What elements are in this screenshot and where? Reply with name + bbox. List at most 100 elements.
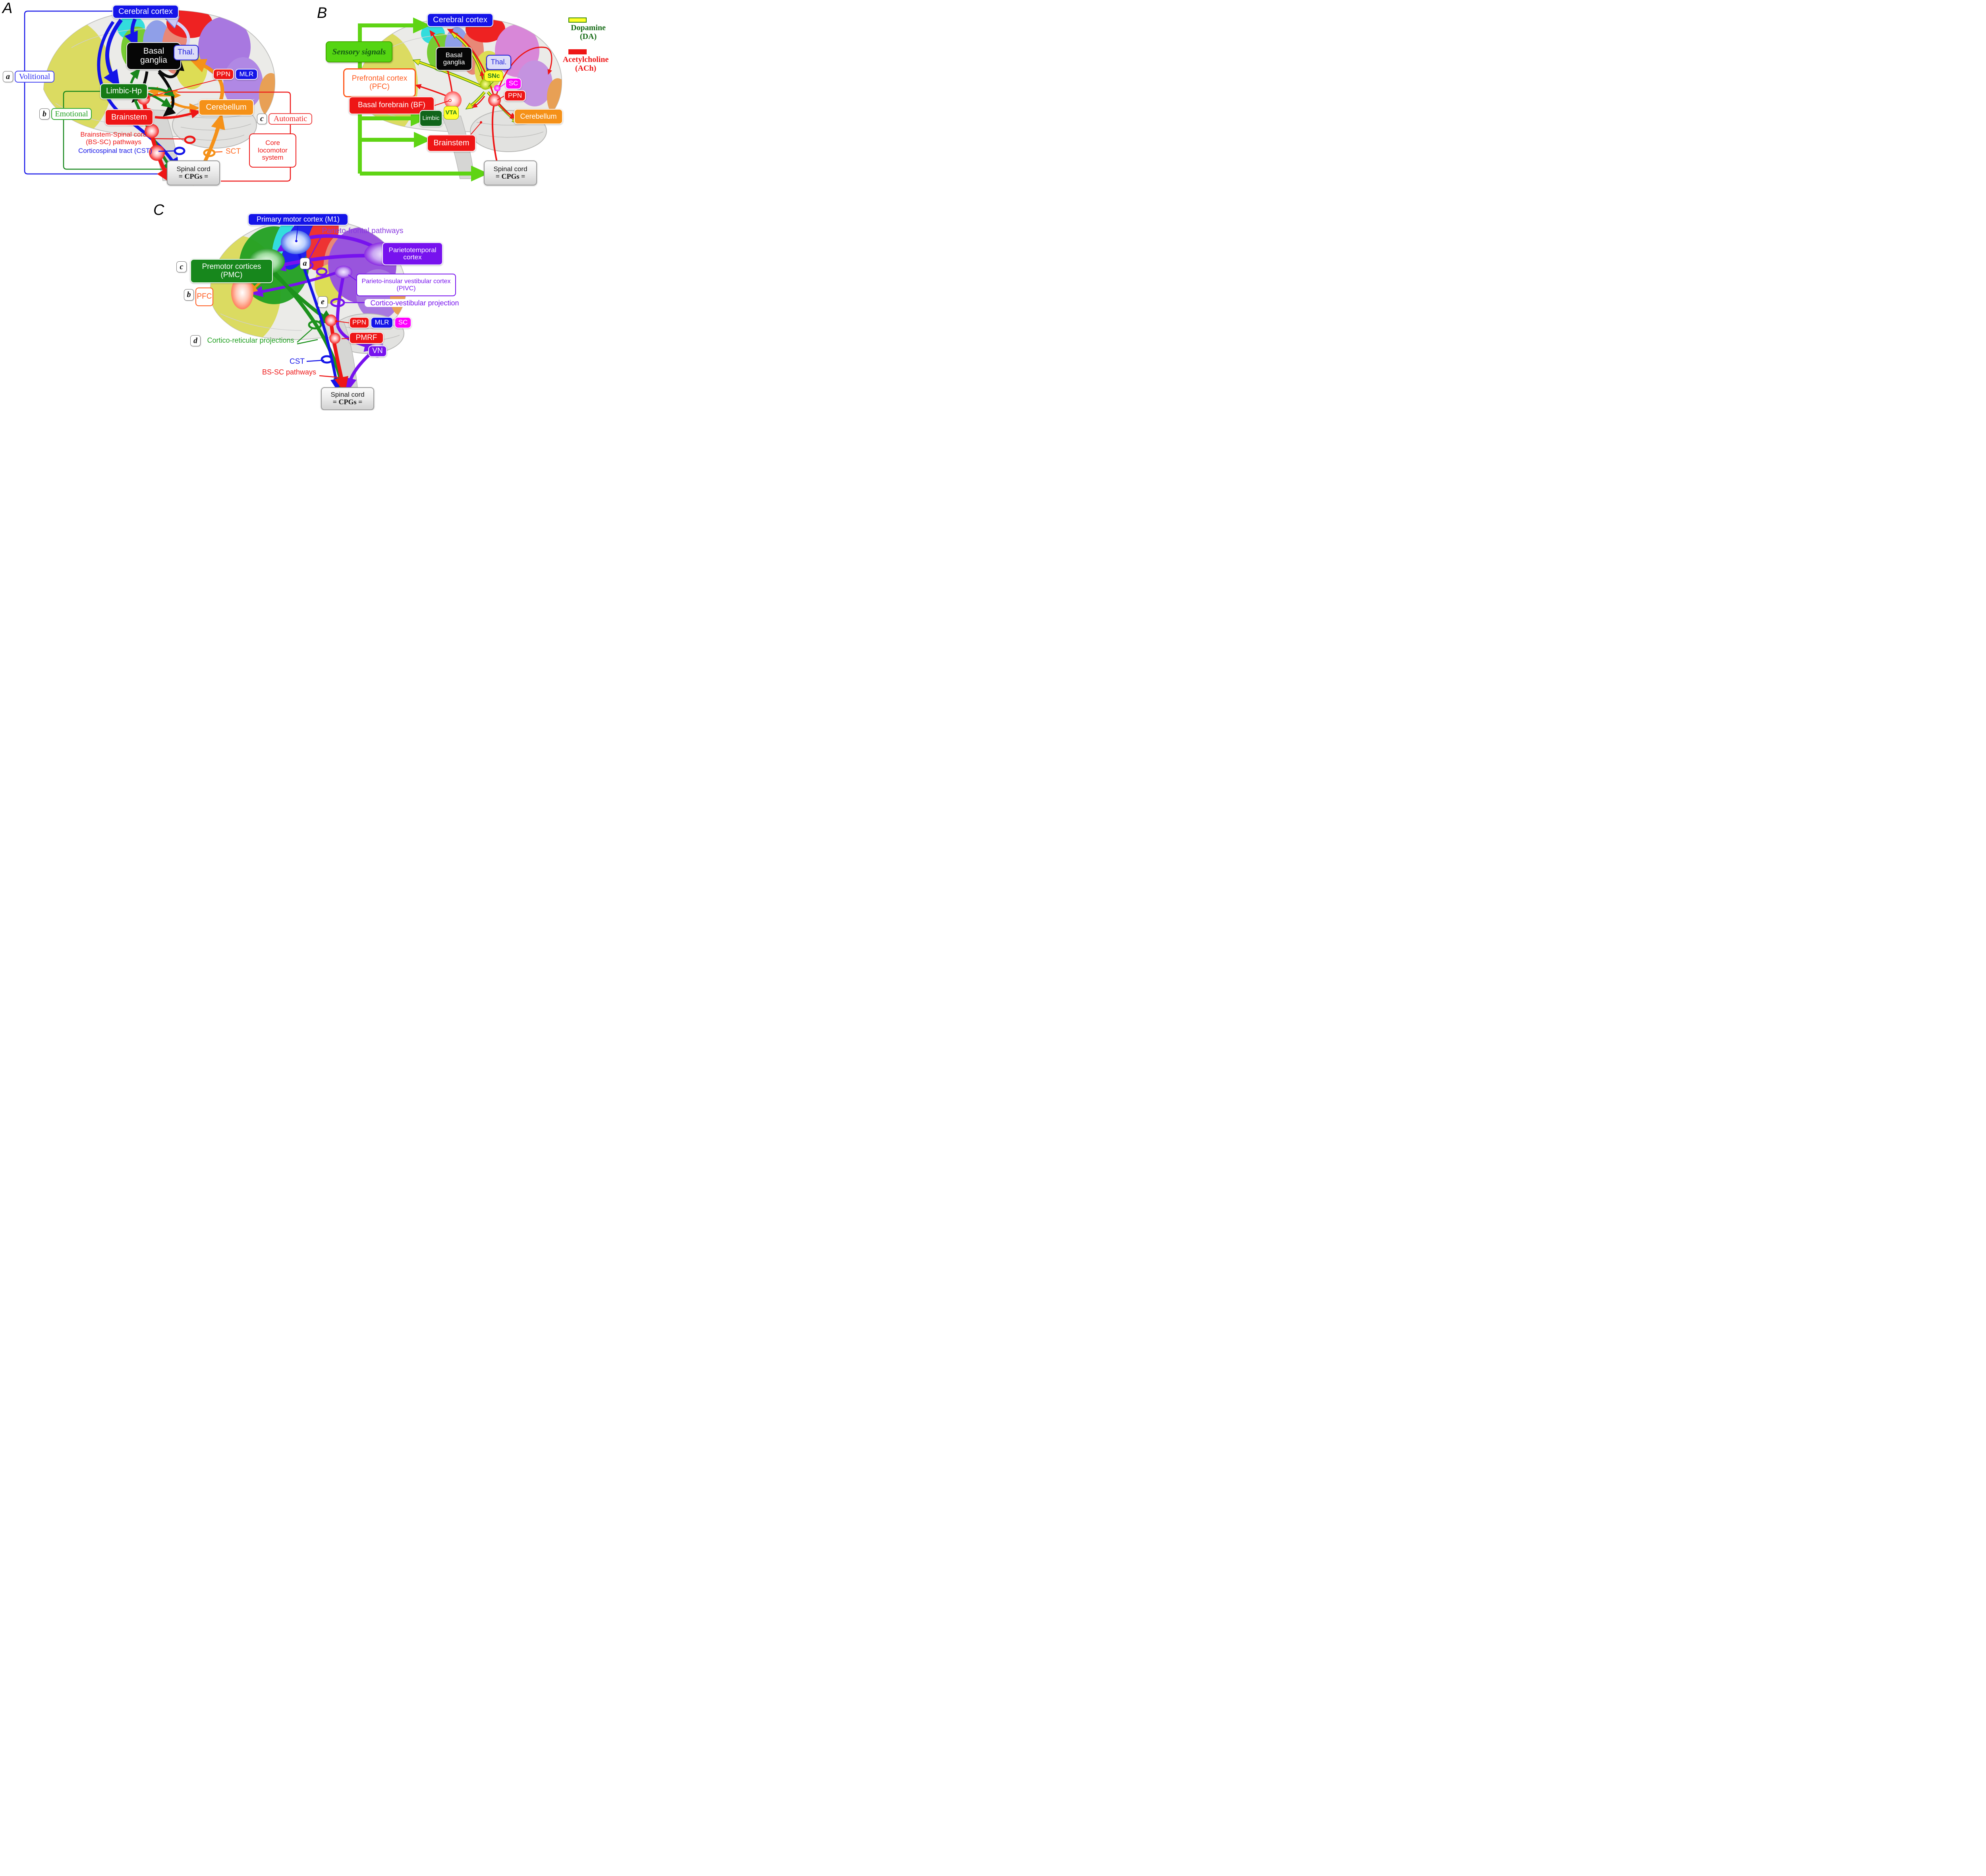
- thalamus-text-b: Thal.: [491, 58, 507, 66]
- callout-c-tag-text: c: [260, 114, 264, 123]
- panel-b-label: B: [317, 5, 327, 21]
- mlr-text-a: MLR: [239, 70, 254, 78]
- pmc-line2-c: (PMC): [220, 270, 243, 279]
- cst-text-a: Corticospinal tract (CST): [78, 147, 153, 154]
- spinal-cord-box-a: Spinal cord = CPGs =: [167, 160, 220, 185]
- dopamine-swatch: [568, 17, 587, 23]
- pfc-line2-b: (PFC): [369, 82, 390, 91]
- cerebellum-text-a: Cerebellum: [206, 102, 247, 112]
- pfc-box-c: PFC: [195, 288, 213, 306]
- acetylcholine-legend-label: Acetylcholine (ACh): [556, 55, 616, 73]
- acetylcholine-line2: (ACh): [575, 64, 597, 73]
- callout-b-tag-text: b: [43, 109, 46, 118]
- brainstem-box-a: Brainstem: [105, 109, 153, 125]
- core-line2: locomotor: [258, 146, 288, 154]
- callout-d-text-c: d: [193, 336, 197, 345]
- emotional-callout: Emotional: [51, 108, 92, 120]
- dopamine-line1: Dopamine: [571, 23, 606, 32]
- automatic-callout: Automatic: [269, 113, 312, 125]
- pfc-line1-b: Prefrontal cortex: [352, 74, 408, 83]
- sct-label-a: SCT: [223, 147, 243, 156]
- limbic-hp-text-a: Limbic-Hp: [106, 87, 142, 96]
- bs-sc-label-c: BS-SC pathways: [259, 368, 319, 376]
- core-locomotor-box: Core locomotor system: [249, 133, 296, 168]
- basal-forebrain-box-b: Basal forebrain (BF): [349, 97, 435, 114]
- snc-box-b: SNc: [484, 71, 503, 81]
- basal-ganglia-line1-a: Basal: [143, 46, 164, 56]
- pivc-box-c: Parieto-insular vestibular cortex (PIVC): [356, 274, 456, 296]
- callout-a-tag: a: [3, 71, 13, 82]
- cst-text-c: CST: [290, 357, 305, 366]
- parietotemporal-line2-c: cortex: [403, 253, 422, 261]
- callout-a-tag-text: a: [6, 72, 10, 81]
- sc-box-b: SC: [505, 78, 522, 89]
- core-line1: Core: [265, 139, 280, 147]
- brainstem-text-a: Brainstem: [111, 112, 147, 122]
- spinal-line2-a: = CPGs =: [178, 172, 209, 180]
- core-line3: system: [262, 154, 284, 162]
- callout-b-tag-c: b: [184, 289, 194, 301]
- ppn-box-a: PPN: [213, 69, 234, 80]
- pfc-text-c: PFC: [197, 292, 212, 301]
- automatic-text: Automatic: [273, 114, 307, 123]
- bs-sc-line2-a: (BS-SC) pathways: [86, 138, 141, 146]
- pmrf-text-c: PMRF: [355, 333, 377, 342]
- vta-text-b: VTA: [445, 109, 457, 116]
- bs-sc-line1-a: Brainstem-Spinal cord: [80, 131, 147, 138]
- ppn-text-c: PPN: [352, 318, 366, 326]
- sc-text-b: SC: [508, 79, 518, 87]
- cst-label-c: CST: [287, 357, 307, 366]
- limbic-box-b: Limbic: [419, 110, 442, 127]
- pivc-line2-c: (PIVC): [396, 285, 416, 292]
- spinal-line1-a: Spinal cord: [176, 165, 211, 173]
- callout-e-text-c: e: [321, 297, 325, 306]
- callout-a-tag-c: a: [300, 258, 310, 269]
- limbic-text-b: Limbic: [422, 114, 440, 122]
- pmc-line1-c: Premotor cortices: [202, 262, 261, 271]
- brainstem-box-b: Brainstem: [427, 135, 476, 152]
- panel-c-label: C: [153, 202, 164, 218]
- sc-text-c: SC: [398, 318, 408, 326]
- cerebral-cortex-text-b: Cerebral cortex: [433, 15, 487, 24]
- bs-sc-pathways-label-a: Brainstem-Spinal cord (BS-SC) pathways: [75, 131, 152, 146]
- spinal-line2-c: = CPGs =: [332, 398, 363, 406]
- spinal-line1-b: Spinal cord: [493, 165, 527, 173]
- spinal-cord-box-b: Spinal cord = CPGs =: [484, 160, 537, 185]
- cerebellum-box-a: Cerebellum: [199, 99, 254, 116]
- ppn-text-a: PPN: [216, 70, 230, 78]
- pmrf-box-c: PMRF: [349, 332, 384, 344]
- limbic-hp-box-a: Limbic-Hp: [100, 83, 148, 99]
- callout-e-tag-c: e: [318, 296, 328, 308]
- spinal-line1-c: Spinal cord: [330, 391, 365, 399]
- panel-a-label: A: [2, 0, 13, 17]
- basal-forebrain-text-b: Basal forebrain (BF): [357, 101, 425, 110]
- spinal-line2-b: = CPGs =: [495, 172, 525, 180]
- cortico-vestibular-text-c: Cortico-vestibular projection: [370, 299, 459, 307]
- vta-box-b: VTA: [444, 106, 459, 120]
- cerebral-cortex-box-a: Cerebral cortex: [112, 5, 179, 19]
- pmc-box-c: Premotor cortices (PMC): [190, 259, 273, 283]
- snc-text-b: SNc: [487, 72, 500, 79]
- ppn-box-c: PPN: [349, 317, 369, 328]
- cerebellum-text-b: Cerebellum: [520, 112, 557, 120]
- mlr-box-c: MLR: [371, 317, 393, 328]
- parietotemporal-line1-c: Parietotemporal: [388, 246, 437, 254]
- cortico-reticular-text-c: Cortico-reticular projections: [207, 336, 294, 344]
- sc-box-c: SC: [394, 317, 411, 328]
- sct-text-a: SCT: [226, 147, 241, 156]
- parieto-frontal-label-c: Parieto-frontal pathways: [305, 227, 420, 235]
- basal-ganglia-line1-b: Basal: [445, 51, 463, 59]
- callout-c-tag-c: c: [176, 261, 187, 272]
- spinal-cord-box-c: Spinal cord = CPGs =: [321, 387, 374, 410]
- cortico-vestibular-label-c: Cortico-vestibular projection: [365, 299, 465, 307]
- mlr-text-c: MLR: [375, 318, 389, 326]
- callout-d-tag-c: d: [190, 335, 201, 346]
- callout-b-text-c: b: [187, 290, 191, 299]
- volitional-callout: Volitional: [15, 71, 54, 83]
- sensory-signals-box: Sensory signals: [326, 41, 392, 62]
- acetylcholine-line1: Acetylcholine: [562, 55, 609, 64]
- thalamus-box-a: Thal.: [174, 45, 199, 60]
- mlr-box-a: MLR: [235, 69, 258, 80]
- basal-ganglia-line2-a: ganglia: [140, 56, 167, 65]
- pivc-line1-c: Parieto-insular vestibular cortex: [361, 278, 451, 285]
